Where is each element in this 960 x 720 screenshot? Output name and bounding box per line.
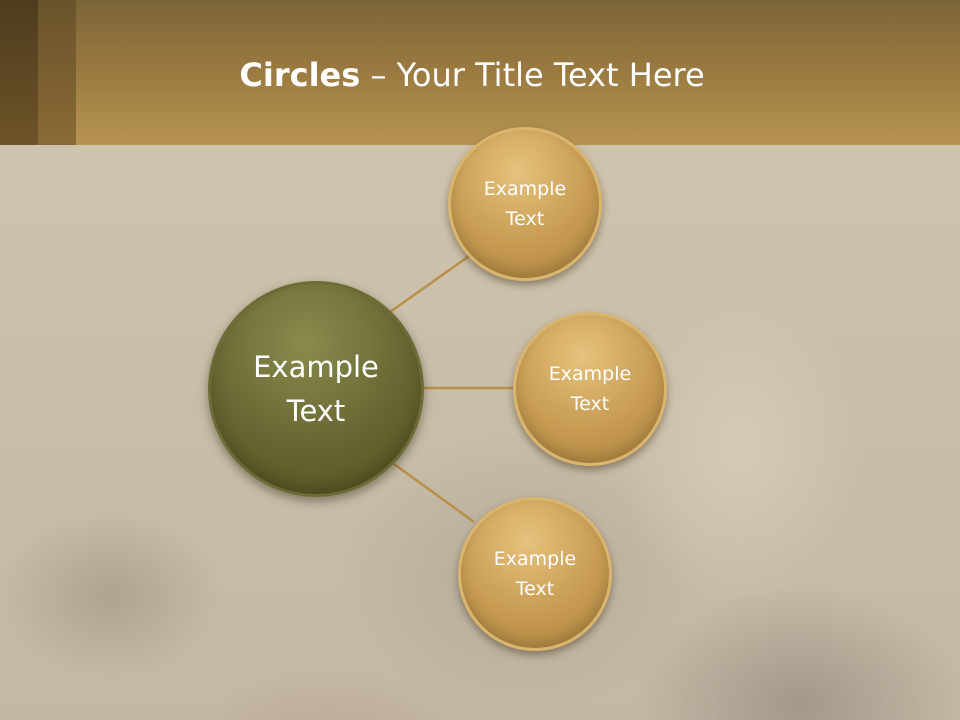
title-bold: Circles: [239, 56, 361, 94]
satellite-2-text: Example Text: [549, 359, 631, 419]
connector-1: [389, 252, 473, 314]
center-circle[interactable]: Example Text: [208, 281, 424, 497]
satellite-3-text: Example Text: [494, 544, 576, 604]
accent-bar-mid: [38, 0, 76, 145]
satellite-circle-2[interactable]: Example Text: [513, 312, 667, 466]
satellite-circle-1[interactable]: Example Text: [448, 127, 602, 281]
satellite-1-line-1: Example: [483, 178, 567, 200]
center-line-2: Text: [286, 394, 346, 428]
accent-bar-dark: [0, 0, 38, 145]
satellite-3-line-2: Text: [515, 578, 555, 600]
title-band: Circles – Your Title Text Here: [0, 0, 960, 145]
title-rest: – Your Title Text Here: [360, 56, 705, 94]
slide-title[interactable]: Circles – Your Title Text Here: [0, 52, 944, 98]
satellite-circle-3[interactable]: Example Text: [458, 497, 612, 651]
center-circle-text: Example Text: [253, 345, 379, 433]
satellite-2-line-2: Text: [570, 393, 610, 415]
satellite-2-line-1: Example: [548, 363, 632, 385]
center-line-1: Example: [253, 350, 379, 384]
satellite-1-line-2: Text: [505, 208, 545, 230]
satellite-1-text: Example Text: [484, 174, 566, 234]
connector-3: [393, 462, 475, 524]
satellite-3-line-1: Example: [493, 548, 577, 570]
